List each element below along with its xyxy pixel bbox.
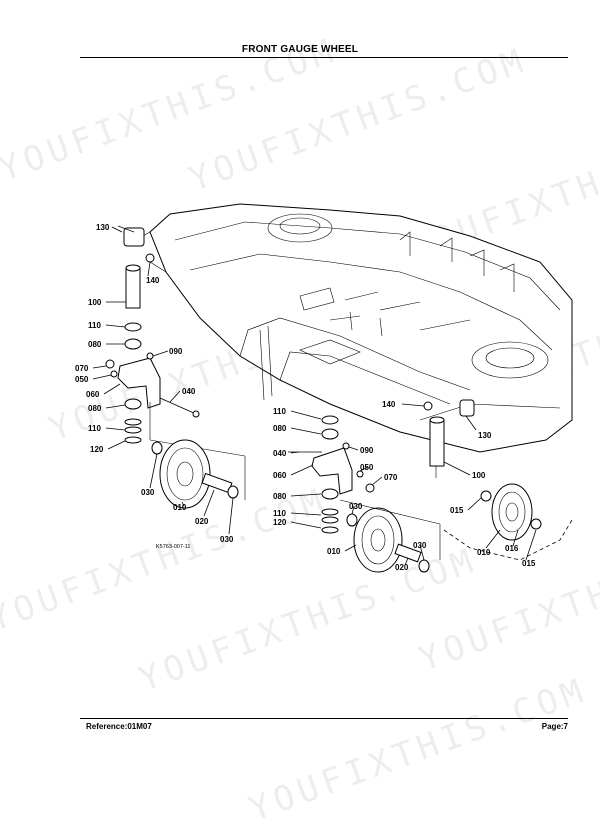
callout-label: 010 bbox=[327, 547, 341, 556]
page-number: Page:7 bbox=[541, 722, 568, 731]
callout-label: 110 bbox=[273, 509, 286, 518]
callout-label: 080 bbox=[88, 340, 102, 349]
callout-label: 070 bbox=[75, 364, 89, 373]
callout-label: 050 bbox=[360, 463, 374, 472]
reference-label: Reference:01M07 bbox=[86, 722, 152, 731]
callout-label: 016 bbox=[505, 544, 519, 553]
callout-label: 015 bbox=[450, 506, 464, 515]
callout-label: 015 bbox=[522, 559, 536, 568]
right-gauge-wheel-assembly bbox=[288, 399, 573, 573]
callout-label: 130 bbox=[478, 431, 492, 440]
callout-label: 080 bbox=[88, 404, 102, 413]
exploded-parts-diagram: K5763-007-11 bbox=[75, 203, 573, 573]
callout-label: 060 bbox=[86, 390, 100, 399]
leader-lines bbox=[92, 226, 537, 566]
callout-label: 090 bbox=[169, 347, 183, 356]
callout-label: 140 bbox=[382, 400, 396, 409]
callout-label: 130 bbox=[96, 223, 110, 232]
footer-rule bbox=[80, 718, 568, 719]
callout-label: 030 bbox=[141, 488, 155, 497]
callout-label: 140 bbox=[146, 276, 160, 285]
figure-code: K5763-007-11 bbox=[156, 544, 190, 550]
callout-label: 020 bbox=[395, 563, 409, 572]
callout-label: 010 bbox=[173, 503, 187, 512]
callout-label: 110 bbox=[88, 321, 101, 330]
callout-label: 030 bbox=[413, 541, 427, 550]
callout-label: 120 bbox=[90, 445, 104, 454]
left-callouts: 130 140 100 110 080 090 070 050 060 040 … bbox=[75, 223, 234, 544]
callout-label: 040 bbox=[273, 449, 287, 458]
callout-label: 070 bbox=[384, 473, 398, 482]
callout-label: 110 bbox=[88, 424, 101, 433]
callout-label: 060 bbox=[273, 471, 287, 480]
callout-label: 120 bbox=[273, 518, 287, 527]
left-gauge-wheel-assembly: K5763-007-11 bbox=[105, 225, 246, 550]
callout-label: 100 bbox=[472, 471, 486, 480]
callout-label: 080 bbox=[273, 424, 287, 433]
callout-label: 040 bbox=[182, 387, 196, 396]
callout-label: 030 bbox=[220, 535, 234, 544]
callout-label: 050 bbox=[75, 375, 89, 384]
callout-label: 100 bbox=[88, 298, 102, 307]
right-callouts: 140 130 110 080 040 090 060 050 070 100 … bbox=[273, 400, 536, 572]
callout-label: 110 bbox=[273, 407, 286, 416]
callout-label: 090 bbox=[360, 446, 374, 455]
page-title: FRONT GAUGE WHEEL bbox=[241, 44, 359, 55]
callout-label: 020 bbox=[195, 517, 209, 526]
callout-label: 010 bbox=[477, 548, 491, 557]
callout-label: 080 bbox=[273, 492, 287, 501]
callout-label: 030 bbox=[349, 502, 363, 511]
header-rule bbox=[80, 57, 568, 58]
mower-deck bbox=[135, 203, 573, 453]
